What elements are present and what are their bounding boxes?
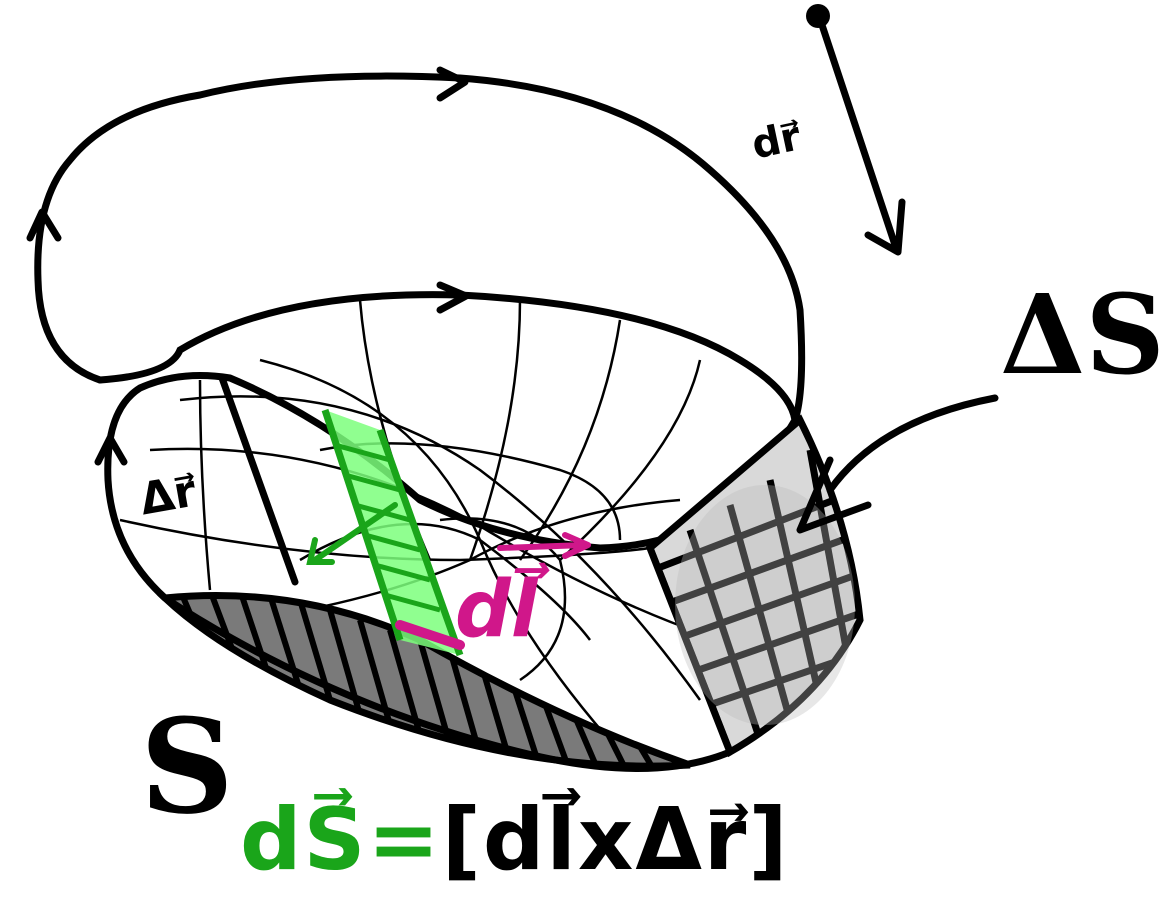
green-strip <box>306 408 464 657</box>
delta-s-highlight <box>675 485 855 725</box>
formula-lhs: dS⃗= <box>240 790 442 890</box>
dr-label: dr⃗ <box>747 113 805 169</box>
upper-contour-arrow <box>436 66 469 102</box>
rim-arrow <box>436 281 470 314</box>
formula-rhs: [dl⃗xΔr⃗] <box>441 790 790 890</box>
dl-label: dl⃗ <box>455 565 538 655</box>
delta-s-pointer <box>796 394 999 534</box>
dl-segment <box>395 620 465 650</box>
dr-origin-dot <box>806 4 830 28</box>
s-label: S <box>140 690 234 843</box>
outer-bottom <box>163 595 732 772</box>
delta-r-line <box>218 374 299 586</box>
upper-contour <box>34 72 806 424</box>
dl-arrow <box>497 532 591 559</box>
left-rim-arrow <box>94 434 128 466</box>
dr-arrow <box>818 21 906 256</box>
formula: dS⃗=[dl⃗xΔr⃗] <box>240 790 790 890</box>
delta-s-label: ΔS <box>1000 270 1163 399</box>
delta-r-label: Δr⃗ <box>135 465 200 526</box>
left-contour-arrow <box>26 208 62 242</box>
